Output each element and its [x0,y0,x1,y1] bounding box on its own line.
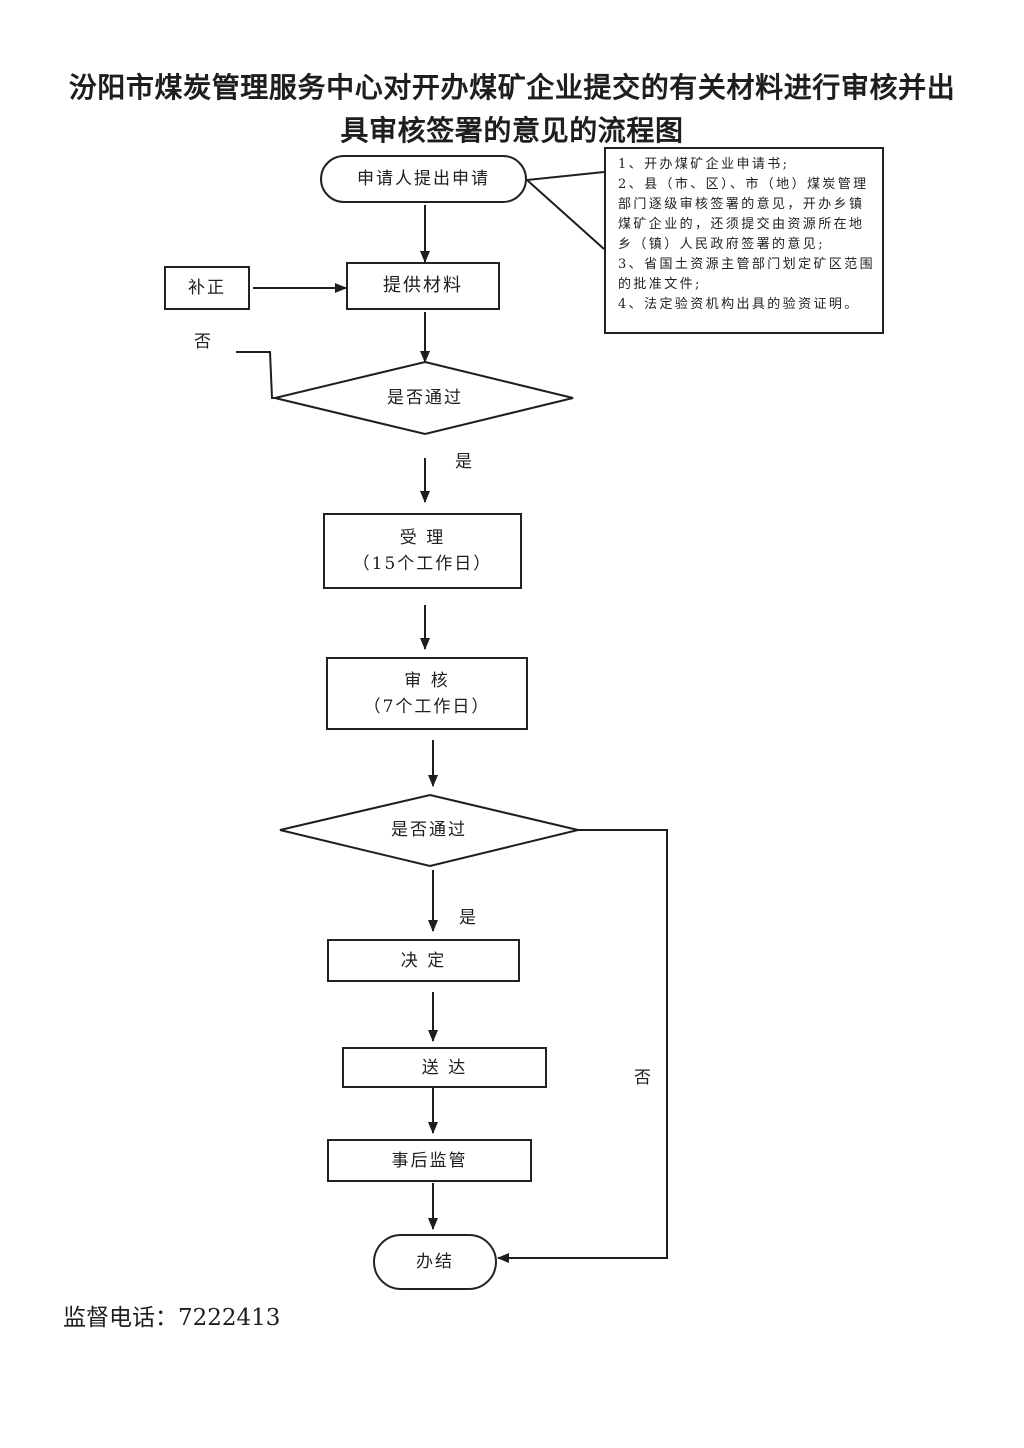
check2-no-line [497,829,668,1263]
supervise-label: 事后监管 [391,1150,468,1171]
title-line-2: 具审核签署的意见的流程图 [340,114,684,147]
deliver-node: 送 达 [342,1047,547,1088]
note-callout-line [524,171,605,250]
requirement-item: 3、省国土资源主管部门划定矿区范围的批准文件; [618,257,876,292]
check1-label: 是否通过 [387,388,463,408]
materials-label: 提供材料 [383,275,463,296]
check1-no-line [236,351,275,399]
decision-label: 决 定 [400,950,447,971]
check1-yes-label: 是 [455,452,472,472]
correction-node: 补正 [164,266,250,310]
correction-label: 补正 [188,278,226,298]
requirement-item: 4、法定验资机构出具的验资证明。 [618,297,860,312]
check1-diamond [274,360,574,436]
review-label: 审 核 [404,670,450,691]
requirements-note: 1、开办煤矿企业申请书; 2、县（市、区）、市（地）煤炭管理部门逐级审核签署的意… [604,147,884,334]
deliver-label: 送 达 [421,1057,468,1078]
check1-no-label: 否 [194,332,211,352]
title-line-1: 汾阳市煤炭管理服务中心对开办煤矿企业提交的有关材料进行审核并出 [68,71,956,104]
review-node: 审 核 （7个工作日） [326,657,528,730]
accept-node: 受 理 （15个工作日） [323,513,522,589]
check2-yes-label: 是 [459,908,476,928]
apply-label: 申请人提出申请 [357,169,490,189]
supervise-node: 事后监管 [327,1139,532,1182]
finish-node: 办结 [373,1234,497,1290]
check2-label: 是否通过 [391,820,467,840]
finish-label: 办结 [416,1252,454,1272]
check2-diamond [279,793,579,868]
requirement-item: 1、开办煤矿企业申请书; [618,157,790,172]
requirement-item: 2、县（市、区）、市（地）煤炭管理部门逐级审核签署的意见，开办乡镇煤矿企业的，还… [618,177,869,252]
materials-node: 提供材料 [346,262,500,310]
accept-label: 受 理 [399,528,446,548]
supervision-phone: 监督电话：7222413 [63,1305,281,1331]
decision-node: 决 定 [327,939,520,982]
review-days: （7个工作日） [363,696,491,717]
accept-days: （15个工作日） [352,554,493,574]
apply-node: 申请人提出申请 [320,155,527,203]
check2-no-label: 否 [634,1068,651,1088]
